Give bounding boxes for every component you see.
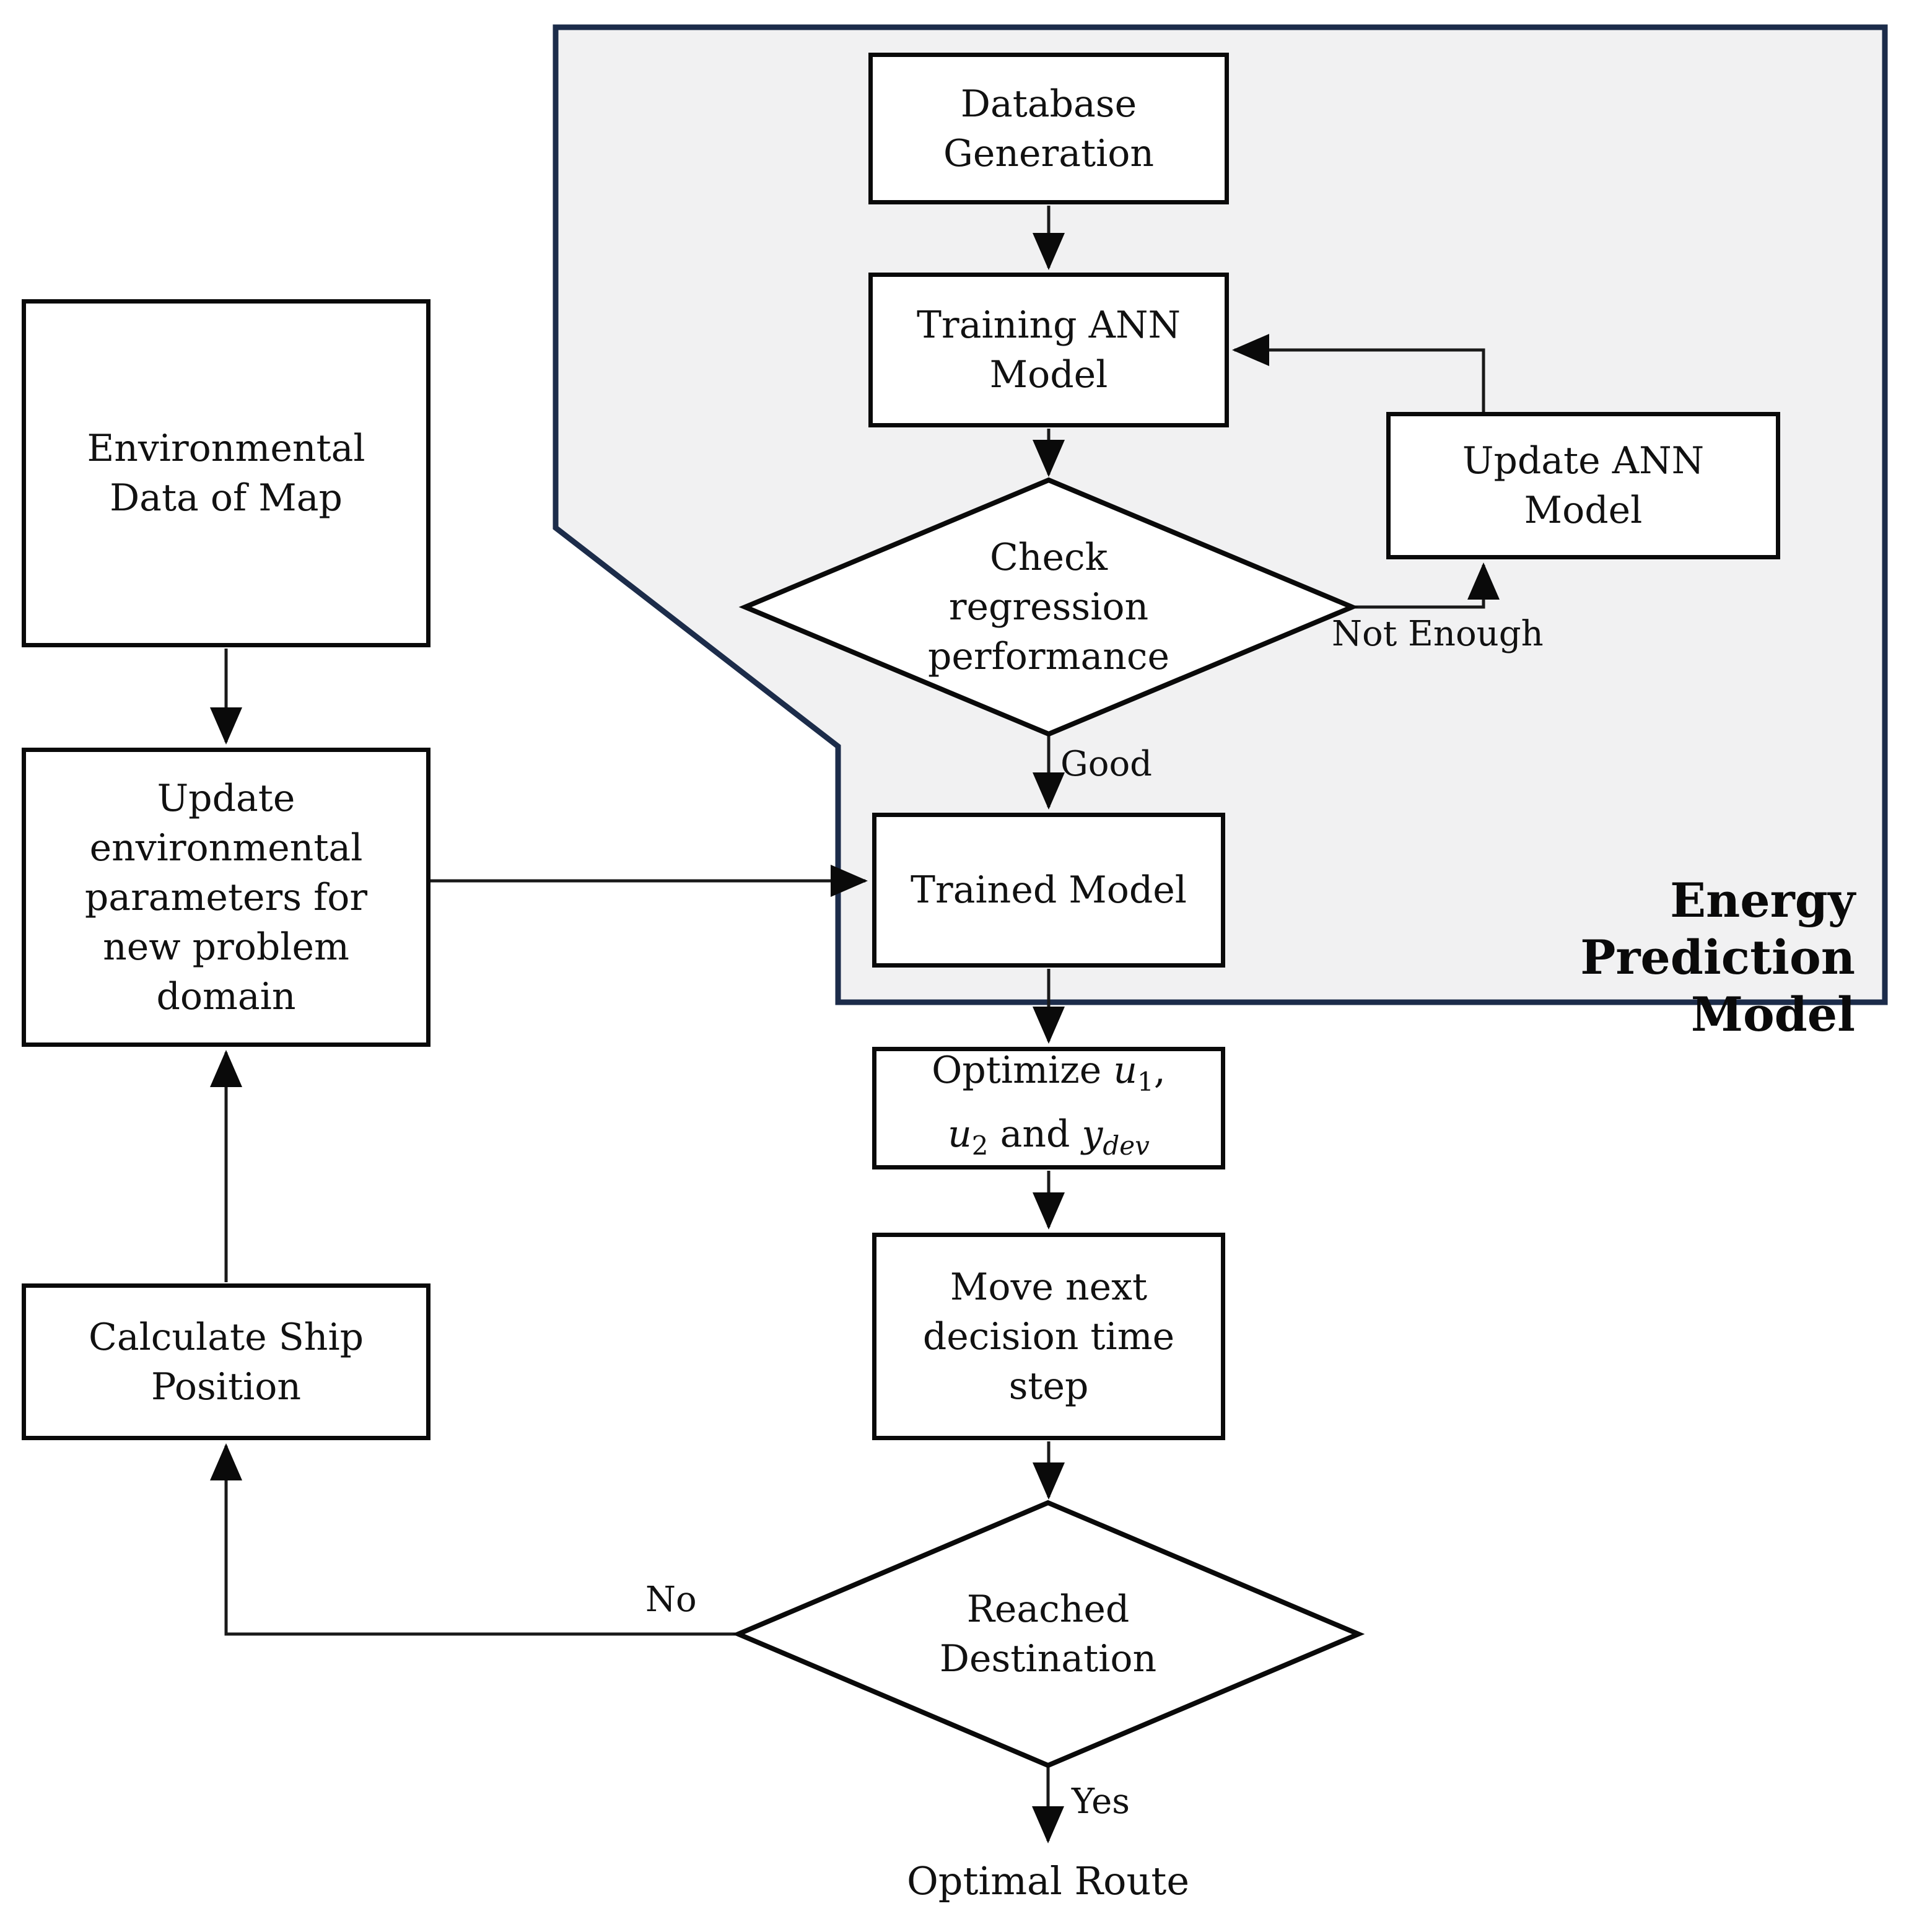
node-calculate-ship-position: Calculate Ship Position	[22, 1283, 430, 1440]
node-move-next-decision-time-step: Move next decision time step	[872, 1233, 1225, 1440]
edge-updateann-to-training	[1232, 334, 1485, 412]
node-environmental-data-label: Environmental Data of Map	[87, 427, 365, 520]
optimize-line-2: u2 and ydev	[948, 1112, 1150, 1161]
edge-reached-to-calc-no	[210, 1443, 738, 1636]
node-database-generation: Database Generation	[868, 53, 1229, 204]
node-optimal-route: Optimal Route	[906, 1858, 1190, 1904]
edge-label-no: No	[645, 1580, 697, 1620]
node-check-regression-performance: Check regression performance	[894, 514, 1204, 700]
edge-label-not-enough: Not Enough	[1332, 614, 1544, 654]
node-trained-model-label: Trained Model	[911, 868, 1187, 912]
edge-label-good: Good	[1060, 744, 1153, 784]
node-training-ann-model: Training ANN Model	[868, 273, 1229, 427]
node-trained-model: Trained Model	[872, 813, 1225, 968]
node-reached-destination-label: Reached Destination	[939, 1588, 1157, 1681]
node-update-ann-model-label: Update ANN Model	[1462, 439, 1705, 532]
node-update-environmental-parameters: Update environmental parameters for new …	[22, 748, 430, 1047]
node-training-ann-model-label: Training ANN Model	[917, 304, 1181, 396]
node-database-generation-label: Database Generation	[943, 82, 1155, 175]
node-update-environmental-parameters-label: Update environmental parameters for new …	[84, 776, 368, 1018]
node-optimize-controls: Optimize u1, u2 and ydev	[872, 1047, 1225, 1169]
energy-prediction-model-title: Energy Prediction Model	[1580, 873, 1855, 1042]
energy-prediction-region	[553, 24, 1888, 1005]
node-check-regression-label: Check regression performance	[927, 536, 1170, 678]
node-calculate-ship-position-label: Calculate Ship Position	[88, 1315, 364, 1409]
reached-destination-diamond	[732, 1500, 1365, 1768]
edge-label-yes: Yes	[1072, 1781, 1130, 1822]
node-environmental-data: Environmental Data of Map	[22, 299, 430, 647]
edge-check-to-updateann-notenough	[1352, 562, 1500, 609]
node-move-next-label: Move next decision time step	[922, 1265, 1175, 1408]
node-update-ann-model: Update ANN Model	[1386, 412, 1780, 559]
check-regression-diamond	[738, 477, 1359, 737]
node-reached-destination: Reached Destination	[893, 1581, 1203, 1687]
optimize-line-1: Optimize u1,	[932, 1049, 1166, 1097]
